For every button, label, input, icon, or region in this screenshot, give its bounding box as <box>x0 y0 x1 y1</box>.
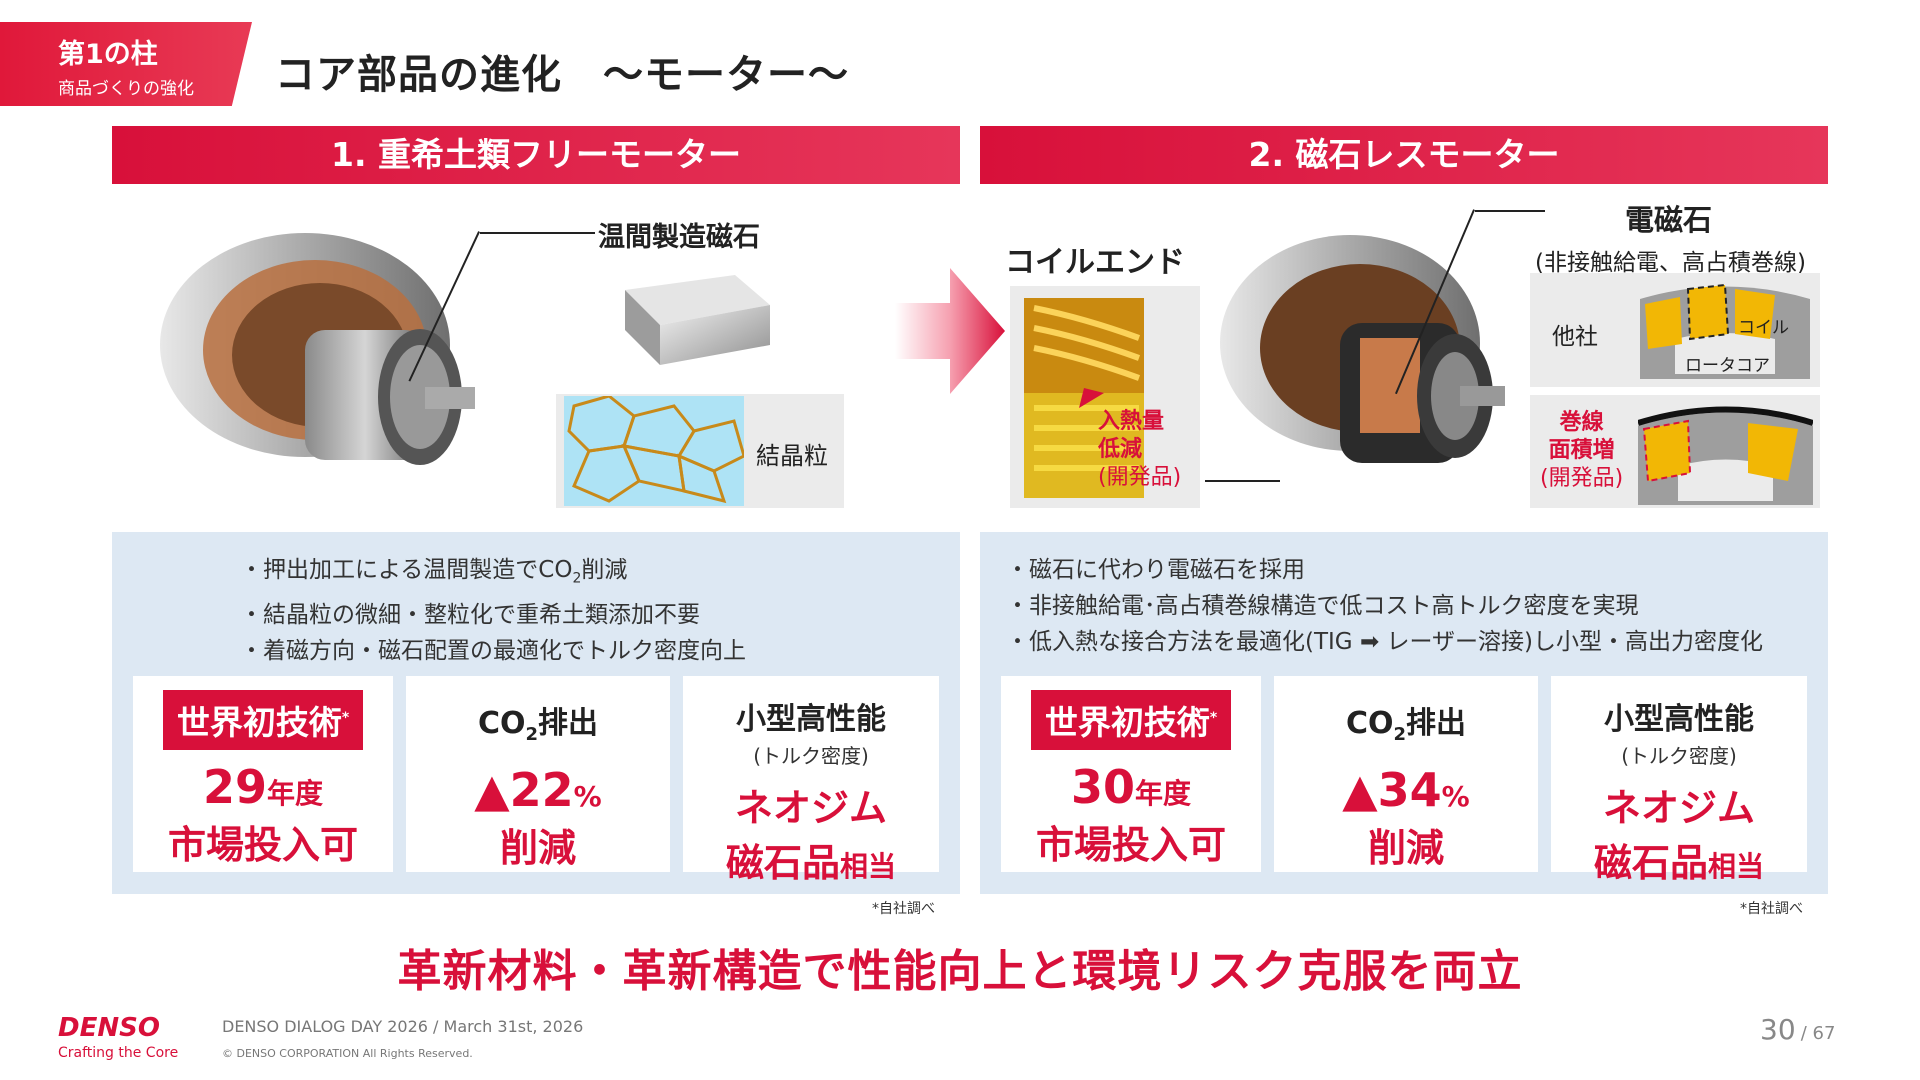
performance-value: ネオジム <box>1602 786 1755 830</box>
tag-sub: 商品づくりの強化 <box>58 79 194 99</box>
co2-reduction: 削減 <box>499 826 576 870</box>
launch-year: 30年度 <box>1070 760 1192 814</box>
launch-year: 29年度 <box>202 760 324 814</box>
co2-head: CO2排出 <box>477 706 599 745</box>
performance-value-2: 磁石品相当 <box>725 841 897 885</box>
bullet-item: ・着磁方向・磁石配置の最適化でトルク密度向上 <box>240 637 746 664</box>
callout-line <box>1205 480 1280 482</box>
co2-value: ▲22% <box>474 763 602 817</box>
competitor-diagram-box: 他社 コイル ロータコア <box>1530 273 1820 387</box>
callout-line <box>1475 210 1545 212</box>
co2-head: CO2排出 <box>1345 706 1467 745</box>
right-banner: 2. 磁石レスモーター <box>980 126 1828 184</box>
left-banner: 1. 重希土類フリーモーター <box>112 126 960 184</box>
coil-end-image <box>1024 298 1144 498</box>
arrow-right-icon <box>895 268 1005 394</box>
performance-value-2: 磁石品相当 <box>1593 841 1765 885</box>
electromagnet-sub: (非接触給電、高占積巻線) <box>1535 250 1806 276</box>
kpi-card-first-tech: 世界初技術* 29年度 市場投入可 <box>133 676 393 872</box>
coil-label: コイル <box>1738 318 1789 338</box>
motor-image-right <box>1215 228 1510 508</box>
market-launch: 市場投入可 <box>1035 823 1226 867</box>
performance-head: 小型高性能 <box>736 702 886 737</box>
kpi-card-first-tech: 世界初技術* 30年度 市場投入可 <box>1001 676 1261 872</box>
rotor-core-label: ロータコア <box>1685 356 1770 376</box>
performance-head: 小型高性能 <box>1604 702 1754 737</box>
bullet-item: ・磁石に代わり電磁石を採用 <box>1006 557 1305 583</box>
bullet-item: ・結晶粒の微細・整粒化で重希土類添加不要 <box>240 601 700 628</box>
denso-logo: DENSO <box>58 1013 160 1043</box>
performance-value: ネオジム <box>734 786 887 830</box>
magnet-block-image <box>615 270 775 370</box>
first-tech-badge: 世界初技術* <box>162 690 364 750</box>
heat-reduction-label: 入熱量 低減 (開発品) <box>1098 409 1182 490</box>
magnet-label: 温間製造磁石 <box>598 222 760 253</box>
bullet-item: ・非接触給電･高占積巻線構造で低コスト高トルク密度を実現 <box>1006 593 1639 619</box>
performance-sub: (トルク密度) <box>753 744 869 768</box>
competitor-coil-diagram <box>1640 283 1810 379</box>
event-info: DENSO DIALOG DAY 2026 / March 31st, 2026 <box>222 1017 584 1036</box>
tagline: Crafting the Core <box>58 1045 179 1061</box>
electromagnet-label: 電磁石 <box>1625 203 1713 237</box>
performance-sub: (トルク密度) <box>1621 744 1737 768</box>
conclusion-text: 革新材料・革新構造で性能向上と環境リスク克服を両立 <box>397 946 1523 997</box>
section-tag: 第1の柱 商品づくりの強化 <box>0 22 252 106</box>
tag-main: 第1の柱 <box>58 39 158 70</box>
kpi-card-co2: CO2排出 ▲34% 削減 <box>1274 676 1538 872</box>
kpi-card-co2: CO2排出 ▲22% 削減 <box>406 676 670 872</box>
left-bullets: ・押出加工による温間製造でCO2削減 ・結晶粒の微細・整粒化で重希土類添加不要 … <box>240 552 746 669</box>
kpi-card-performance: 小型高性能 (トルク密度) ネオジム 磁石品相当 <box>683 676 939 885</box>
coil-end-image-box: 入熱量 低減 (開発品) <box>1010 286 1200 508</box>
bullet-item: ・低入熱な接合方法を最適化(TIG ➡ レーザー溶接)し小型・高出力密度化 <box>1006 629 1764 655</box>
competitor-label: 他社 <box>1552 324 1598 350</box>
grain-image-box: 結晶粒 <box>556 394 844 508</box>
kpi-card-performance: 小型高性能 (トルク密度) ネオジム 磁石品相当 <box>1551 676 1807 885</box>
developed-coil-diagram <box>1638 406 1813 505</box>
left-footnote: *自社調べ <box>872 901 935 917</box>
callout-line <box>480 232 595 234</box>
co2-value: ▲34% <box>1342 763 1470 817</box>
page-title: コア部品の進化 ～モーター～ <box>275 52 849 98</box>
right-footnote: *自社調べ <box>1740 901 1803 917</box>
market-launch: 市場投入可 <box>167 823 358 867</box>
bullet-item: ・押出加工による温間製造でCO2削減 <box>240 557 628 587</box>
coil-end-label: コイルエンド <box>1005 245 1185 280</box>
winding-increase-label: 巻線 面積増 (開発品) <box>1540 410 1624 491</box>
grain-structure-image <box>564 396 744 506</box>
first-tech-badge: 世界初技術* <box>1030 690 1232 750</box>
motor-image-left <box>155 225 475 515</box>
grain-label: 結晶粒 <box>756 442 828 470</box>
right-bullets: ・磁石に代わり電磁石を採用 ・非接触給電･高占積巻線構造で低コスト高トルク密度を… <box>1006 552 1763 660</box>
copyright: © DENSO CORPORATION All Rights Reserved. <box>222 1047 473 1060</box>
page-number: 30 / 67 <box>1760 1013 1836 1046</box>
co2-reduction: 削減 <box>1367 826 1444 870</box>
winding-diagram-box: 巻線 面積増 (開発品) <box>1530 395 1820 508</box>
